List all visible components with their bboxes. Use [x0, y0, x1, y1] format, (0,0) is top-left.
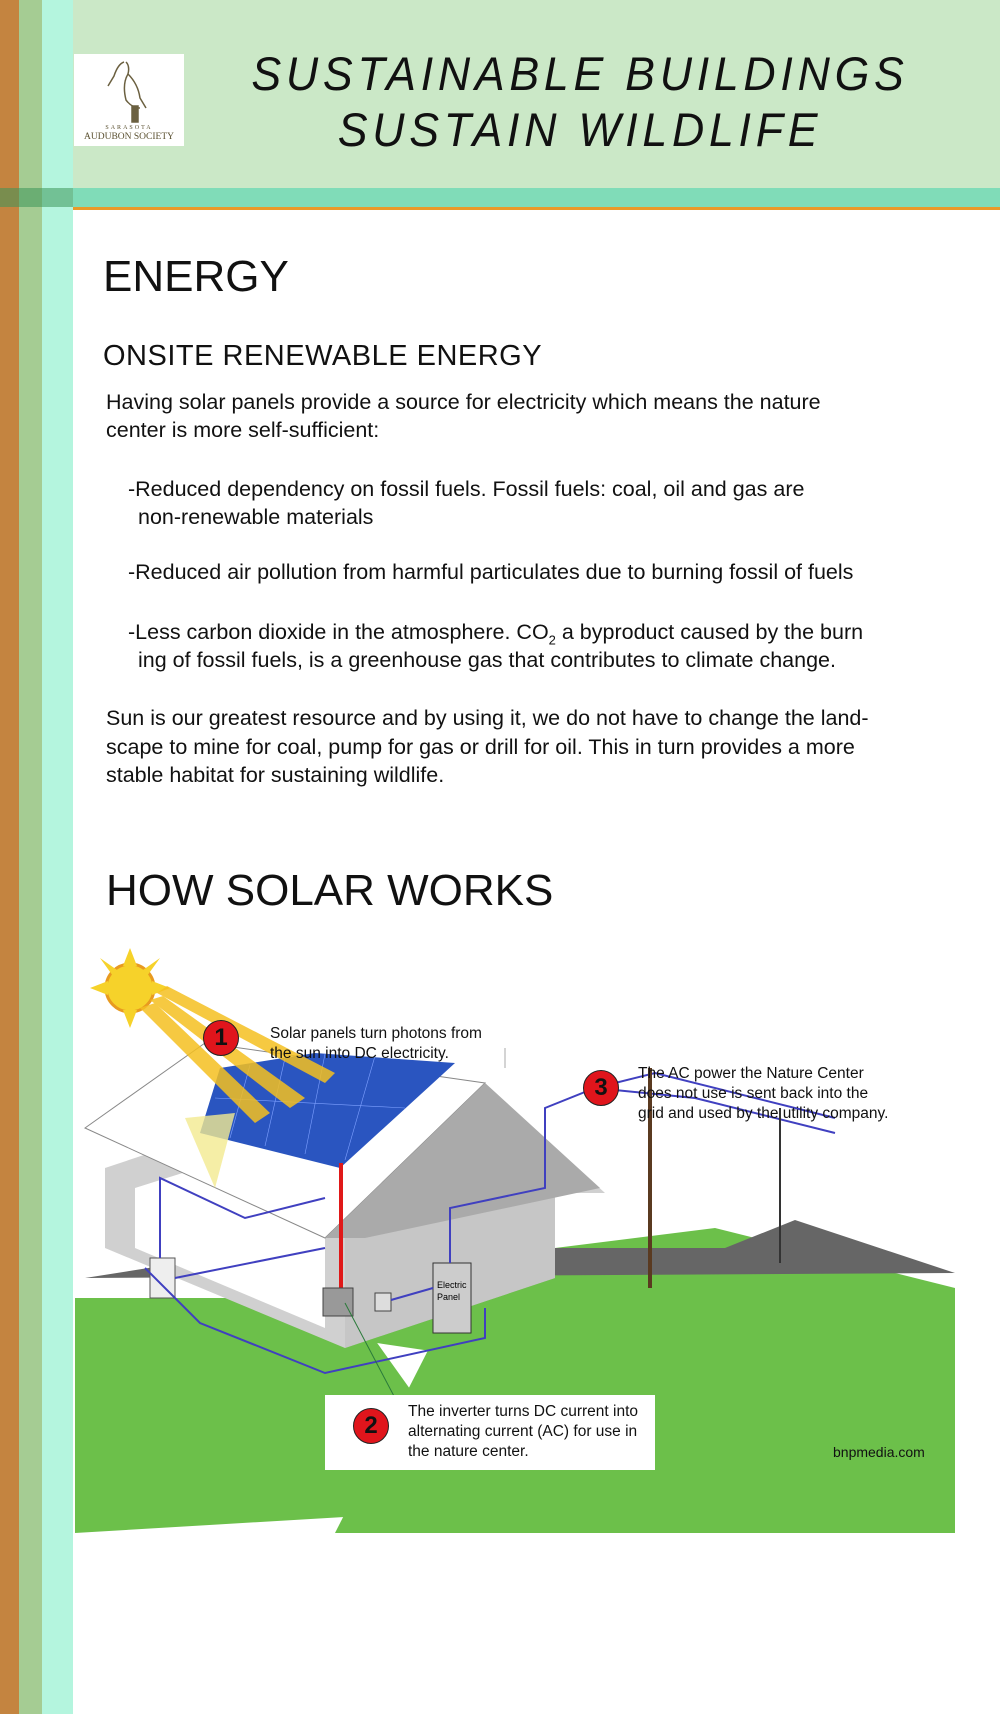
image-credit: bnpmedia.com [833, 1444, 925, 1460]
bullet-air-pollution: -Reduced air pollution from harmful part… [128, 560, 854, 584]
section-heading-energy: ENERGY [103, 252, 289, 301]
step-badge-2: 2 [353, 1408, 389, 1444]
side-stripe-green [19, 0, 42, 1714]
step-badge-3: 3 [583, 1070, 619, 1106]
page-title-line2: SUSTAIN WILDLIFE [337, 103, 823, 156]
side-stripe-orange [0, 0, 19, 1714]
bullet3-text-a: -Less carbon dioxide in the atmosphere. … [128, 620, 549, 644]
bullet-fossil-fuels-cont: non-renewable materials [138, 505, 374, 529]
sun-icon [90, 948, 170, 1028]
solar-diagram: Electric Panel 1 Solar pane [75, 948, 955, 1538]
bullet-carbon-dioxide: -Less carbon dioxide in the atmosphere. … [128, 618, 988, 655]
callout-line: the nature center. [408, 1443, 529, 1460]
step-badge-1: 1 [203, 1020, 239, 1056]
callout-line: Solar panels turn photons from [270, 1025, 482, 1042]
lamp-light [185, 1113, 235, 1188]
page-title-line1: SUSTAINABLE BUILDINGS [251, 47, 909, 100]
pelican-icon [107, 61, 147, 123]
bullet3-text-b: a byproduct caused by the burn [555, 620, 864, 644]
stripe-band-overlap [0, 188, 73, 207]
house-solar-illustration: Electric Panel [75, 948, 955, 1538]
inverter-pointer [344, 1302, 396, 1399]
callout-line: the sun into DC electricity. [270, 1045, 449, 1062]
side-stripe-mint [42, 0, 73, 1714]
intro-line: Having solar panels provide a source for… [106, 390, 821, 414]
callout-step-2: The inverter turns DC current into alter… [408, 1402, 638, 1462]
section-heading-how-solar-works: HOW SOLAR WORKS [106, 866, 554, 915]
audubon-logo: SARASOTA AUDUBON SOCIETY [74, 54, 184, 146]
callout-step-1: Solar panels turn photons from the sun i… [270, 1024, 482, 1064]
callout-line: does not use is sent back into the [638, 1085, 869, 1102]
closing-line: Sun is our greatest resource and by usin… [106, 706, 869, 730]
panel-label: Electric [437, 1280, 467, 1290]
header-band [0, 188, 1000, 207]
closing-line: stable habitat for sustaining wildlife. [106, 763, 445, 787]
logo-text-sarasota: SARASOTA [105, 125, 153, 131]
co2-subscript: 2 [548, 632, 556, 648]
closing-line: scape to mine for coal, pump for gas or … [106, 735, 855, 759]
callout-line: The AC power the Nature Center [638, 1065, 864, 1082]
callout-line: The inverter turns DC current into [408, 1403, 639, 1420]
inverter [322, 1287, 354, 1317]
bullet-carbon-dioxide-cont: ing of fossil fuels, is a greenhouse gas… [138, 648, 836, 672]
bullet-fossil-fuels: -Reduced dependency on fossil fuels. Fos… [128, 477, 805, 501]
divider-line [73, 207, 1000, 210]
intro-line: center is more self-sufficient: [106, 418, 380, 442]
roof-gable [325, 1083, 600, 1238]
logo-text-audubon: AUDUBON SOCIETY [84, 132, 174, 142]
ac-wiring [144, 1071, 836, 1375]
subheading-onsite: ONSITE RENEWABLE ENERGY [103, 340, 543, 372]
callout-step-3: The AC power the Nature Center does not … [638, 1064, 888, 1124]
panel-label: Panel [437, 1292, 460, 1302]
electric-panel [432, 1262, 472, 1334]
callout-line: alternating current (AC) for use in [408, 1423, 638, 1440]
callout-line: grid and used by the utility company. [638, 1105, 889, 1122]
